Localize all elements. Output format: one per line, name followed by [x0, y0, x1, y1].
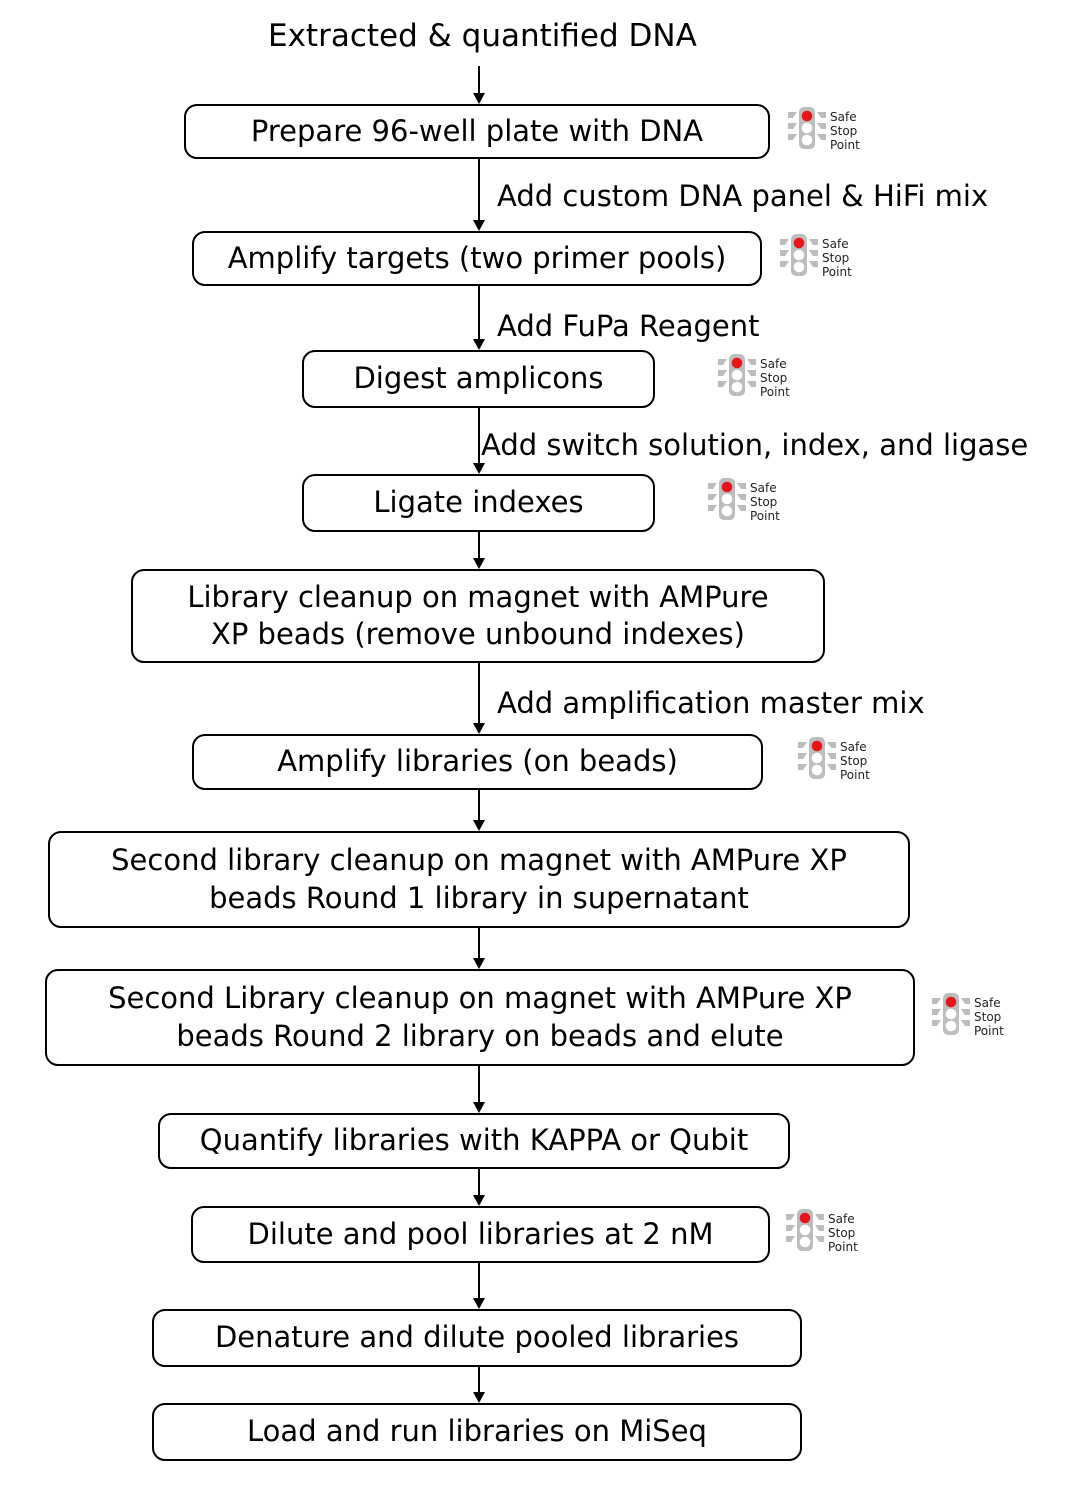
- node-label: Digest amplicons: [353, 361, 604, 396]
- arrow-n1-to-n2: [472, 159, 486, 231]
- arrow-n7-to-n8: [472, 928, 486, 969]
- ssp-line-1: Safe: [830, 110, 857, 125]
- node-ligate-indexes[interactable]: Ligate indexes: [302, 474, 655, 532]
- ssp-line-3: Point: [840, 767, 870, 782]
- node-label: Library cleanup on magnet with AMPure XP…: [187, 579, 769, 651]
- traffic-light-icon: [932, 993, 970, 1035]
- node-second-library-cleanup-round-1[interactable]: Second library cleanup on magnet with AM…: [48, 831, 910, 928]
- arrow-n6-to-n7: [472, 790, 486, 831]
- start-label: Extracted & quantified DNA: [268, 18, 697, 54]
- ssp-line-2: Stop: [760, 371, 788, 386]
- ssp-line-2: Stop: [830, 124, 858, 139]
- arrow-n10-to-n11: [472, 1263, 486, 1309]
- ssp-line-3: Point: [974, 1023, 1004, 1038]
- node-label: Second Library cleanup on magnet with AM…: [108, 981, 852, 1053]
- node-digest-amplicons[interactable]: Digest amplicons: [302, 350, 655, 408]
- ssp-line-2: Stop: [840, 754, 868, 769]
- ssp-line-2: Stop: [822, 251, 850, 266]
- node-label: Dilute and pool libraries at 2 nM: [247, 1216, 714, 1251]
- ssp-line-3: Point: [830, 137, 860, 152]
- node-label: Amplify targets (two primer pools): [227, 240, 727, 275]
- arrow-n4-to-n5: [472, 532, 486, 569]
- node-label: Amplify libraries (on beads): [277, 744, 678, 779]
- node-quantify-libraries[interactable]: Quantify libraries with KAPPA or Qubit: [158, 1113, 790, 1169]
- ssp-line-3: Point: [760, 384, 790, 399]
- node-second-library-cleanup-round-2[interactable]: Second Library cleanup on magnet with AM…: [45, 969, 915, 1066]
- ssp-line-2: Stop: [828, 1226, 856, 1241]
- arrow-n8-to-n9: [472, 1066, 486, 1113]
- arrow-start-to-n1: [472, 66, 486, 104]
- edge-label-add-switch-solution: Add switch solution, index, and ligase: [481, 428, 1029, 462]
- node-label: Second library cleanup on magnet with AM…: [111, 843, 847, 915]
- ssp-line-2: Stop: [974, 1010, 1002, 1025]
- node-label: Load and run libraries on MiSeq: [247, 1414, 707, 1449]
- traffic-light-icon: [786, 1209, 824, 1251]
- traffic-light-icon: [788, 107, 826, 149]
- arrow-n5-to-n6: [472, 663, 486, 734]
- node-label: Prepare 96-well plate with DNA: [250, 113, 704, 148]
- ssp-line-1: Safe: [828, 1212, 855, 1227]
- ssp-line-2: Stop: [750, 495, 778, 510]
- node-dilute-and-pool-libraries[interactable]: Dilute and pool libraries at 2 nM: [191, 1206, 770, 1263]
- node-label: Ligate indexes: [373, 485, 584, 520]
- node-amplify-libraries-on-beads[interactable]: Amplify libraries (on beads): [192, 734, 763, 790]
- ssp-line-1: Safe: [760, 357, 787, 372]
- node-denature-and-dilute-pooled-libraries[interactable]: Denature and dilute pooled libraries: [152, 1309, 802, 1367]
- node-amplify-targets[interactable]: Amplify targets (two primer pools): [192, 231, 762, 286]
- ssp-line-3: Point: [750, 508, 780, 523]
- arrow-n9-to-n10: [472, 1169, 486, 1206]
- node-label: Denature and dilute pooled libraries: [214, 1320, 740, 1355]
- ssp-line-1: Safe: [974, 996, 1001, 1011]
- edge-label-add-amplification-master-mix: Add amplification master mix: [497, 686, 925, 720]
- edge-label-add-fupa-reagent: Add FuPa Reagent: [497, 309, 760, 343]
- traffic-light-icon: [708, 478, 746, 520]
- arrow-n3-to-n4: [472, 408, 486, 474]
- node-load-and-run-libraries-miseq[interactable]: Load and run libraries on MiSeq: [152, 1403, 802, 1461]
- ssp-line-1: Safe: [840, 740, 867, 755]
- traffic-light-icon: [780, 234, 818, 276]
- ssp-line-1: Safe: [750, 481, 777, 496]
- traffic-light-icon: [718, 354, 756, 396]
- edge-label-add-custom-dna-panel: Add custom DNA panel & HiFi mix: [497, 179, 989, 213]
- traffic-light-icon: [798, 737, 836, 779]
- arrow-n2-to-n3: [472, 286, 486, 350]
- node-library-cleanup-ampure[interactable]: Library cleanup on magnet with AMPure XP…: [131, 569, 825, 663]
- node-label: Quantify libraries with KAPPA or Qubit: [199, 1123, 749, 1158]
- node-prepare-96-well-plate[interactable]: Prepare 96-well plate with DNA: [184, 104, 770, 159]
- arrow-n11-to-n12: [472, 1367, 486, 1403]
- ssp-line-1: Safe: [822, 237, 849, 252]
- ssp-line-3: Point: [822, 264, 852, 279]
- ssp-line-3: Point: [828, 1239, 858, 1254]
